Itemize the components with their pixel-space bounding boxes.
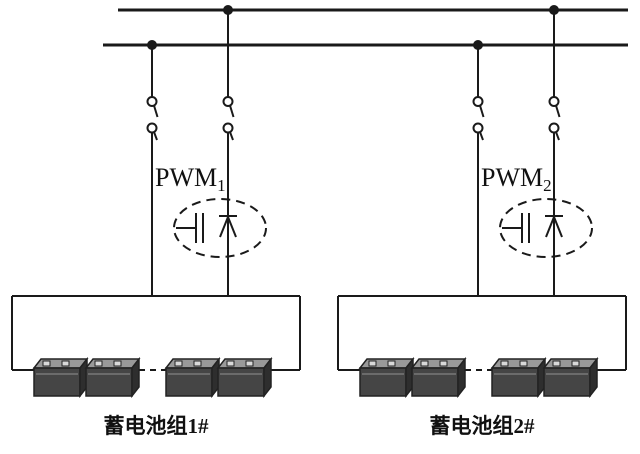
battery-group2-label: 蓄电池组2# bbox=[430, 414, 535, 438]
battery-icon bbox=[165, 358, 220, 397]
dc-bus bbox=[103, 8, 628, 47]
battery-group1-label: 蓄电池组1# bbox=[104, 414, 209, 438]
battery-icon bbox=[217, 358, 272, 397]
wiring bbox=[11, 10, 627, 371]
pwm-converter-2 bbox=[499, 198, 593, 258]
battery-icon bbox=[411, 358, 466, 397]
junction-dots bbox=[147, 5, 559, 50]
battery-icon bbox=[85, 358, 140, 397]
battery-icon bbox=[359, 358, 414, 397]
battery-icon bbox=[543, 358, 598, 397]
pwm-converter-1 bbox=[173, 198, 267, 258]
pwm1-label: PWM1 bbox=[155, 163, 226, 195]
battery-icon bbox=[491, 358, 546, 397]
battery-bank-2 bbox=[359, 358, 598, 397]
battery-bank-1 bbox=[33, 358, 272, 397]
battery-loop-1 bbox=[11, 295, 301, 370]
battery-icon bbox=[33, 358, 88, 397]
battery-loop-2 bbox=[337, 295, 627, 370]
pwm2-label: PWM2 bbox=[481, 163, 552, 195]
